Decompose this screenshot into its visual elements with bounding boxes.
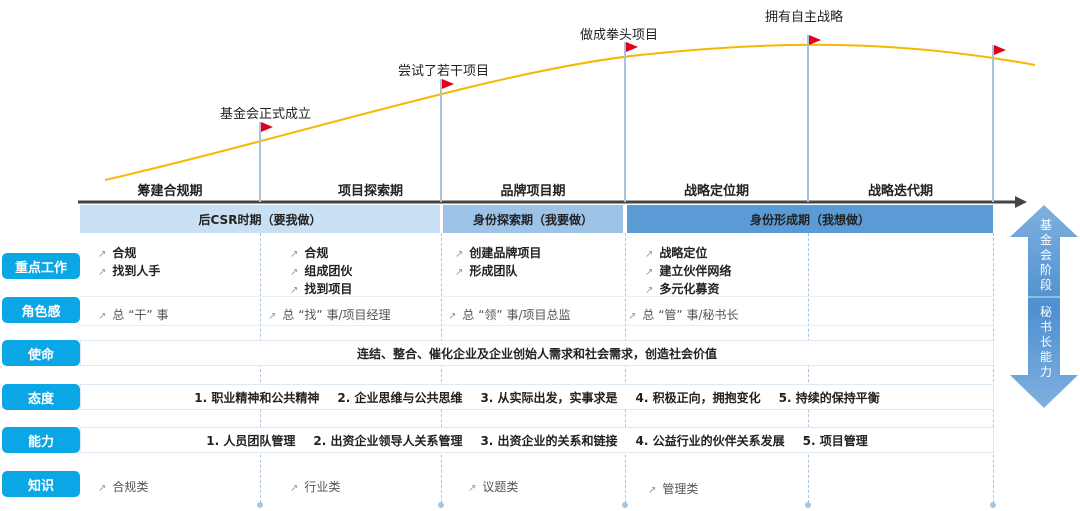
divider (993, 233, 994, 503)
knowledge-cell: ↗管理类 (648, 482, 699, 496)
label-role: 角色感 (2, 297, 80, 323)
flag-pole (992, 45, 994, 202)
attitude-item: 1. 职业精神和公共精神 (194, 390, 320, 405)
knowledge-cell: ↗合规类 (98, 480, 149, 494)
role-cell: ↗总 “干” 事 (98, 308, 169, 322)
double-arrow-icon (1010, 205, 1078, 408)
divider (625, 233, 626, 503)
stage-band: 后CSR时期（要我做） (80, 205, 440, 233)
focus-cell: ↗合规 ↗找到人手 (98, 246, 161, 278)
flag-pole (624, 42, 626, 202)
side-label-stage: 基金会阶段 (1039, 218, 1052, 292)
attitude-item: 3. 从实际出发，实事求是 (480, 390, 618, 405)
milestone-label: 基金会正式成立 (220, 107, 312, 122)
label-mission: 使命 (2, 340, 80, 366)
focus-cell: ↗合规 ↗组成团伙 ↗找到项目 (290, 246, 353, 296)
focus-cell: ↗战略定位 ↗建立伙伴网络 ↗多元化募资 (645, 246, 732, 296)
phase-label: 战略迭代期 (867, 184, 933, 199)
milestone-label: 拥有自主战略 (765, 10, 844, 25)
label-focus: 重点工作 (2, 253, 80, 279)
divider-dot (257, 502, 263, 508)
phase-label: 筹建合规期 (137, 184, 203, 199)
attitude-row: 1. 职业精神和公共精神 2. 企业思维与公共思维 3. 从实际出发，实事求是 … (80, 384, 994, 410)
divider-dot (805, 502, 811, 508)
ability-item: 4. 公益行业的伙伴关系发展 (635, 433, 785, 448)
flag-pole (807, 35, 809, 202)
ability-item: 2. 出资企业领导人关系管理 (313, 433, 463, 448)
ability-item: 1. 人员团队管理 (206, 433, 296, 448)
flag-pole (440, 79, 442, 202)
attitude-item: 4. 积极正向，拥抱变化 (635, 390, 761, 405)
stage-band: 身份形成期（我想做） (627, 205, 993, 233)
divider-dot (438, 502, 444, 508)
role-cell: ↗总 “领” 事/项目总监 (448, 308, 571, 322)
ability-row: 1. 人员团队管理 2. 出资企业领导人关系管理 3. 出资企业的关系和链接 4… (80, 427, 994, 453)
divider-dot (990, 502, 996, 508)
stage-band: 身份探索期（我要做） (443, 205, 623, 233)
knowledge-cell: ↗行业类 (290, 480, 341, 494)
ability-item: 3. 出资企业的关系和链接 (480, 433, 618, 448)
label-knowledge: 知识 (2, 471, 80, 497)
side-label-ability: 秘书长能力 (1039, 305, 1052, 379)
role-cell: ↗总 “找” 事/项目经理 (268, 308, 391, 322)
divider (441, 233, 442, 503)
milestone-label: 尝试了若干项目 (398, 64, 490, 79)
role-cell: ↗总 “管” 事/秘书长 (628, 308, 739, 322)
focus-cell: ↗创建品牌项目 ↗形成团队 (455, 246, 542, 278)
label-attitude: 态度 (2, 384, 80, 410)
label-ability: 能力 (2, 427, 80, 453)
attitude-item: 5. 持续的保持平衡 (778, 390, 880, 405)
divider-dot (622, 502, 628, 508)
phase-label: 项目探索期 (337, 184, 403, 199)
attitude-item: 2. 企业思维与公共思维 (337, 390, 463, 405)
phase-label: 战略定位期 (683, 184, 749, 199)
knowledge-cell: ↗议题类 (468, 480, 519, 494)
divider (808, 233, 809, 503)
role-row (80, 296, 994, 326)
phase-label: 品牌项目期 (500, 184, 566, 199)
milestone-label: 做成拳头项目 (580, 28, 659, 43)
divider (260, 233, 261, 503)
mission-row: 连结、整合、催化企业及企业创始人需求和社会需求，创造社会价值 (80, 340, 994, 366)
flag-pole (259, 122, 261, 202)
ability-item: 5. 项目管理 (802, 433, 868, 448)
